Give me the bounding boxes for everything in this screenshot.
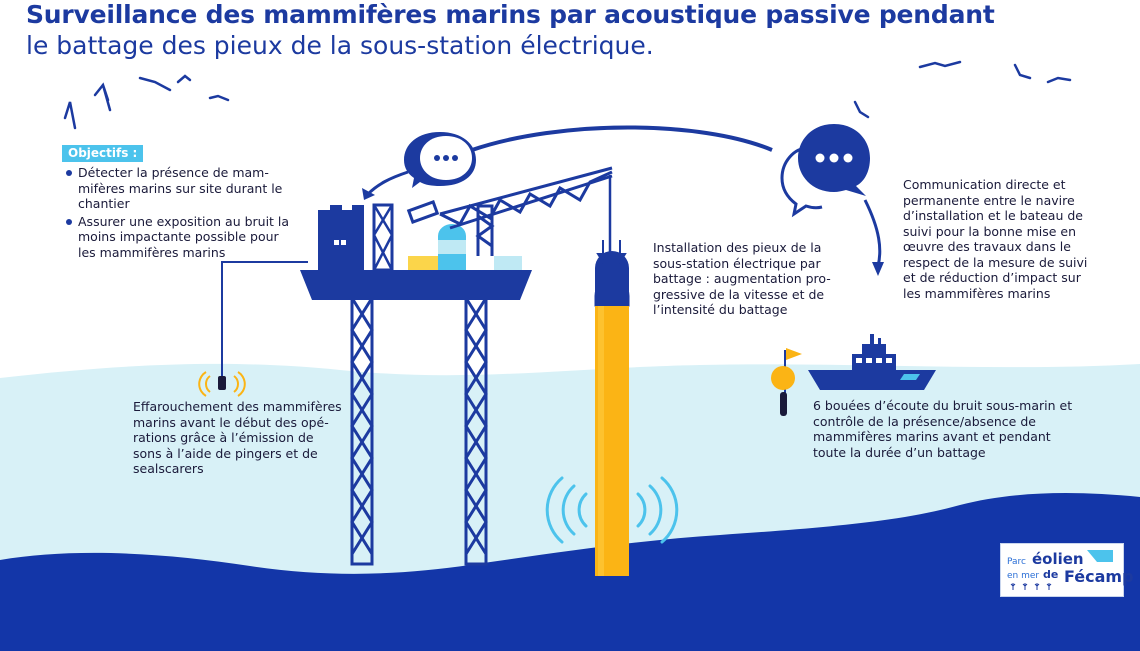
wind-turbine-icon (1010, 550, 1113, 590)
deck-cargo (408, 224, 522, 270)
piling-line: sous-station électrique par (653, 255, 821, 271)
communication-line: suivi pour la bonne mise en (903, 223, 1077, 239)
bullet-icon (66, 218, 72, 225)
buoys-line: contrôle de la présence/absence de (813, 413, 1036, 429)
objective-text: Détecter la présence de mam-mifères mari… (78, 165, 283, 211)
deterrence-line: marins avant le début des opé- (133, 414, 329, 430)
logo-fecamp: Fécamp (1064, 567, 1134, 586)
piling-line: gressive de la vitesse et de (653, 286, 825, 302)
piling-line: Installation des pieux de la (653, 240, 822, 255)
arrow-to-vessel (366, 170, 409, 196)
logo-de: de (1043, 568, 1059, 581)
communication-line: et de réduction d’impact sur (903, 270, 1081, 285)
installation-vessel (300, 270, 532, 300)
communication-line: d’installation et le bateau de (903, 208, 1083, 223)
arrow-to-boat (863, 199, 882, 267)
speech-bubble-icon (780, 124, 870, 218)
piling-description: Installation des pieux de la sous-statio… (653, 240, 843, 318)
logo-eolien: éolien (1032, 550, 1084, 568)
deterrence-line: sealscarers (133, 461, 204, 476)
speech-bubble-icon (404, 132, 476, 188)
buoys-line: mammifères marins avant et pendant (813, 429, 1051, 444)
buoy-icon (771, 348, 802, 416)
piling-line: battage : augmentation pro- (653, 271, 831, 286)
deterrence-line: rations grâce à l’émission de (133, 430, 314, 445)
buoys-line: toute la durée d’un battage (813, 444, 986, 460)
deterrence-line: sons à l’aide de pingers et de (133, 445, 318, 461)
jackup-legs (350, 296, 488, 566)
communication-line: les mammifères marins (903, 285, 1051, 301)
pinger-cable (221, 261, 308, 378)
logo: Parc éolien en mer de Fécamp (1000, 543, 1134, 597)
communication-arc (471, 125, 773, 152)
communication-line: œuvre des travaux dans le (903, 239, 1071, 254)
vessel-bridge (318, 203, 394, 272)
down-arrows (596, 240, 627, 264)
deterrence-description: Effarouchement des mammifères marins ava… (133, 399, 353, 477)
page-subtitle: le battage des pieux de la sous-station … (26, 31, 654, 60)
deep-sea (0, 493, 1140, 651)
communication-description: Communication directe et permanente entr… (903, 177, 1113, 301)
objective-item: Assurer une exposition au bruit la moins… (66, 214, 296, 261)
objectives-tag: Objectifs : (62, 145, 144, 162)
piling-line: l’intensité du battage (653, 302, 788, 317)
communication-line: permanente entre le navire (903, 192, 1075, 208)
communication-line: Communication directe et (903, 177, 1066, 192)
deterrence-line: Effarouchement des mammifères (133, 399, 342, 414)
boat-icon (808, 334, 936, 390)
buoys-line: 6 bouées d’écoute du bruit sous-marin et (813, 398, 1073, 413)
logo-en-mer: en mer (1007, 571, 1040, 581)
bullet-icon (66, 170, 72, 176)
communication-line: respect de la mesure de suivi (903, 254, 1088, 270)
objective-text: Assurer une exposition au bruit la moins… (78, 213, 290, 260)
crane-icon (406, 166, 613, 256)
sound-wave-icon (545, 476, 679, 544)
bird-icon (63, 60, 1072, 130)
pile (594, 251, 630, 576)
pinger-icon (198, 371, 246, 397)
objective-item: Détecter la présence de mam-mifères mari… (66, 165, 296, 212)
objectives-list: Détecter la présence de mam-mifères mari… (66, 165, 296, 262)
page-title: Surveillance des mammifères marins par a… (26, 0, 995, 29)
logo-parc: Parc (1007, 557, 1026, 567)
buoys-description: 6 bouées d’écoute du bruit sous-marin et… (813, 398, 1113, 460)
flag-icon (786, 348, 802, 360)
